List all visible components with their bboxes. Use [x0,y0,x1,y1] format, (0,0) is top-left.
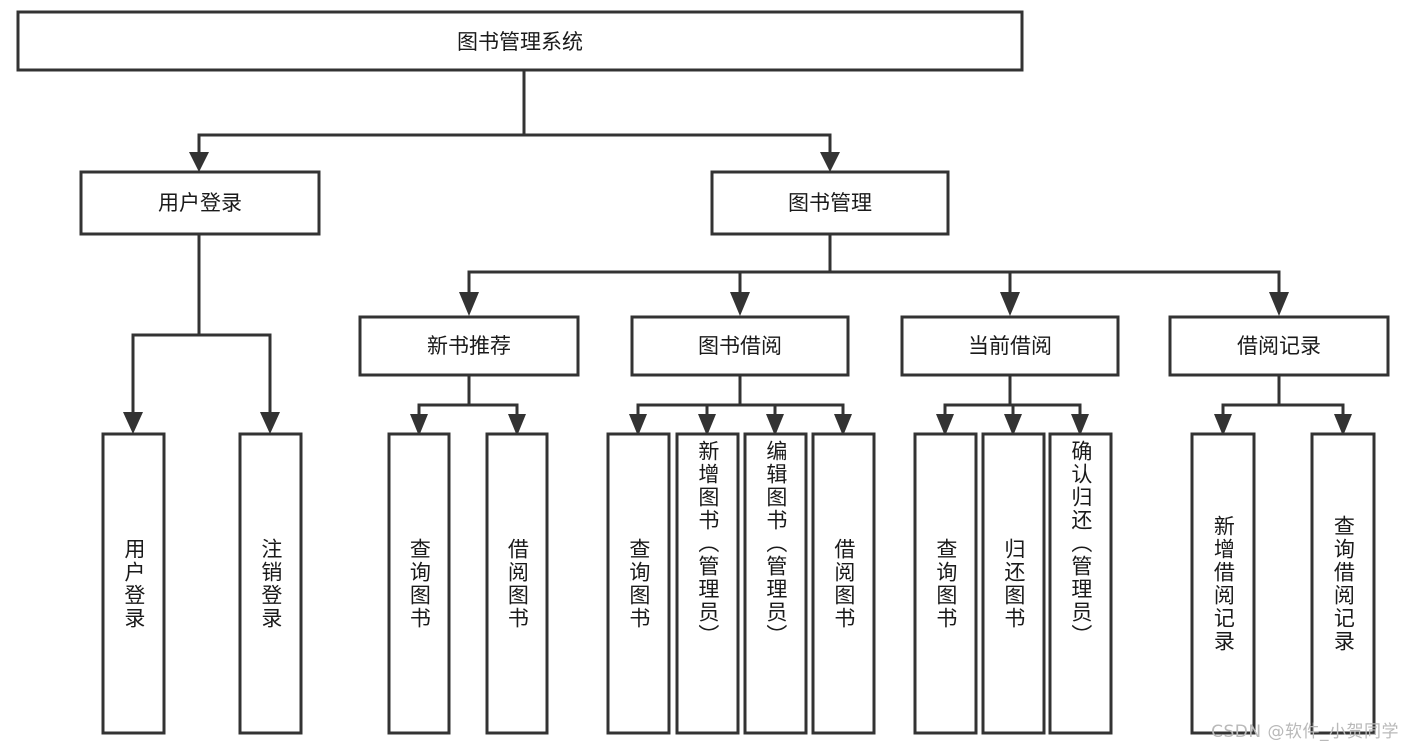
node-new-book-rec[interactable]: 新书推荐 [358,315,580,377]
csdn-watermark: CSDN @软件_小贺同学 [1211,722,1399,742]
node-user-login[interactable]: 用户登录 [79,170,321,236]
connector-bookborrow-to-leaves [629,373,852,436]
connector-bookmanage-to-level2 [459,232,1289,316]
node-leaf-add-record[interactable] [1190,432,1256,735]
node-leaf-return-book[interactable] [981,432,1046,735]
node-book-borrow-label: 图书借阅 [698,334,782,358]
node-book-manage[interactable]: 图书管理 [710,170,950,236]
node-borrow-record-label: 借阅记录 [1237,334,1321,358]
node-book-manage-label: 图书管理 [788,191,872,215]
node-leaf-query-book-rec[interactable] [387,432,451,735]
connector-currentborrow-to-leaves [936,373,1089,436]
connector-userlogin-to-leaves [123,232,280,434]
connector-borrowrecord-to-leaves [1214,373,1352,436]
node-user-login-label: 用户登录 [158,191,242,215]
node-leaf-query-book-borrow[interactable] [606,432,671,735]
node-leaf-user-login[interactable] [101,432,166,735]
node-book-borrow[interactable]: 图书借阅 [630,315,850,377]
node-leaf-add-book[interactable] [675,432,740,735]
connector-root-to-level1 [189,68,840,172]
node-current-borrow[interactable]: 当前借阅 [900,315,1120,377]
node-new-book-rec-label: 新书推荐 [427,334,511,358]
connector-newbookrec-to-leaves [410,373,526,436]
node-leaf-query-record[interactable] [1310,432,1376,735]
node-root-label: 图书管理系统 [457,30,583,54]
node-current-borrow-label: 当前借阅 [968,334,1052,358]
node-borrow-record[interactable]: 借阅记录 [1168,315,1390,377]
node-leaf-query-book-cur[interactable] [913,432,978,735]
node-leaf-edit-book[interactable] [743,432,808,735]
node-leaf-logout[interactable] [238,432,303,735]
node-leaf-borrow-book-rec[interactable] [485,432,549,735]
node-leaf-confirm-return[interactable] [1048,432,1113,735]
node-root[interactable]: 图书管理系统 [16,10,1024,72]
node-leaf-borrow-book[interactable] [811,432,876,735]
